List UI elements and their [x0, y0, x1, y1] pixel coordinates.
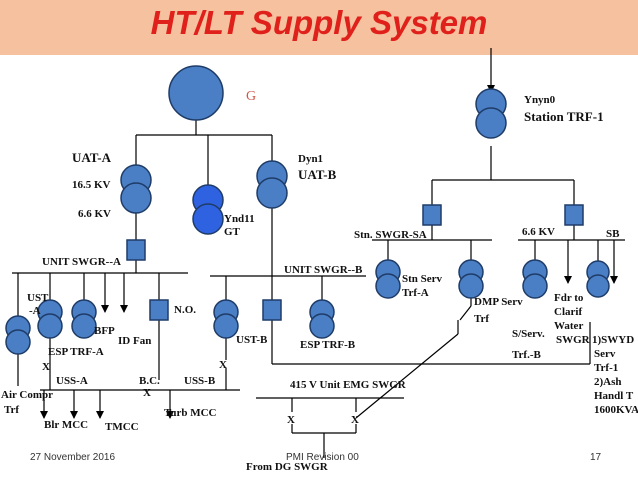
- label-sb: SB: [606, 228, 620, 240]
- breaker-symbols: [126, 204, 584, 321]
- label-uss-a: USS-A: [56, 375, 88, 387]
- label-dyn1: Dyn1: [298, 153, 323, 165]
- label-bfp: BFP: [94, 325, 115, 337]
- label-trf-a: Trf-A: [402, 287, 429, 299]
- label-esp-trf-a: ESP TRF-A: [48, 346, 104, 358]
- label-uat-a: UAT-A: [72, 150, 112, 165]
- label-16-5kv: 16.5 KV: [72, 179, 111, 191]
- label-clarif: Clarif: [554, 306, 582, 318]
- label-unit-swgr-a: UNIT SWGR--A: [42, 256, 121, 268]
- slide-title: HT/LT Supply System: [150, 4, 488, 41]
- transformer-symbols: [5, 88, 610, 355]
- label-serv: Serv: [594, 348, 616, 360]
- label-normally-open: N.O.: [174, 304, 196, 316]
- label-from-dg: From DG SWGR: [246, 461, 329, 473]
- label-x-ussb: X: [219, 359, 227, 371]
- footer-page-number: 17: [590, 452, 602, 463]
- label-station-trf1: Station TRF-1: [524, 109, 604, 124]
- label-esp-trf-b: ESP TRF-B: [300, 339, 356, 351]
- label-ynd11: Ynd11: [224, 213, 255, 225]
- label-trf1: Trf-1: [594, 362, 618, 374]
- label-id-fan: ID Fan: [118, 335, 151, 347]
- connection-lines: [12, 48, 625, 458]
- label-a-frag: -A: [29, 305, 41, 317]
- label-stn-serv: Stn Serv: [402, 273, 443, 285]
- label-x-emg-left: X: [287, 414, 295, 426]
- label-blr-mcc: Blr MCC: [44, 419, 88, 431]
- label-tmcc: TMCC: [105, 421, 139, 433]
- label-uat-b: UAT-B: [298, 167, 337, 182]
- label-dmp-serv: DMP Serv: [474, 296, 523, 308]
- label-emg-swgr: 415 V Unit EMG SWGR: [290, 379, 407, 391]
- label-air-trf: Trf: [4, 404, 19, 416]
- label-swyd1: 1)SWYD: [592, 334, 634, 346]
- label-ust-a-frag: UST: [27, 292, 49, 304]
- label-ynyn0: Ynyn0: [524, 94, 556, 106]
- label-kva: 1600KVA: [594, 404, 638, 416]
- label-ust-b: UST-B: [236, 334, 268, 346]
- label-trf-b-serv: Trf.-B: [512, 349, 541, 361]
- diagram-labels: G Ynyn0 Station TRF-1 UAT-A Dyn1 UAT-B 1…: [1, 89, 638, 473]
- footer-date: 27 November 2016: [30, 452, 116, 463]
- label-bc: B.C.: [139, 375, 160, 387]
- label-gt: GT: [224, 226, 241, 238]
- label-6-6kv-left: 6.6 KV: [78, 208, 111, 220]
- label-s-serv: S/Serv.: [512, 328, 545, 340]
- label-water: Water: [554, 320, 583, 332]
- title-banner: [0, 0, 638, 55]
- label-x-bc: X: [143, 387, 151, 399]
- label-x-ussa: X: [42, 361, 50, 373]
- label-turb-mcc: Turb MCC: [164, 407, 217, 419]
- label-generator: G: [246, 89, 256, 104]
- generator-symbol: [168, 65, 224, 121]
- label-handl: Handl T: [594, 390, 634, 402]
- label-x-emg-right: X: [351, 414, 359, 426]
- label-uss-b: USS-B: [184, 375, 216, 387]
- label-swgr: SWGR: [556, 334, 591, 346]
- label-dmp-trf: Trf: [474, 313, 489, 325]
- label-6-6kv-right: 6.6 KV: [522, 226, 555, 238]
- label-fdr-to: Fdr to: [554, 292, 584, 304]
- footer-revision: PMI Revision 00: [286, 452, 359, 463]
- label-stn-swgr-sa: Stn. SWGR-SA: [354, 229, 427, 241]
- generator-transformer-symbol: [192, 184, 224, 235]
- label-air-compr: Air Compr: [1, 389, 53, 401]
- label-unit-swgr-b: UNIT SWGR--B: [284, 264, 363, 276]
- label-ash: 2)Ash: [594, 376, 622, 388]
